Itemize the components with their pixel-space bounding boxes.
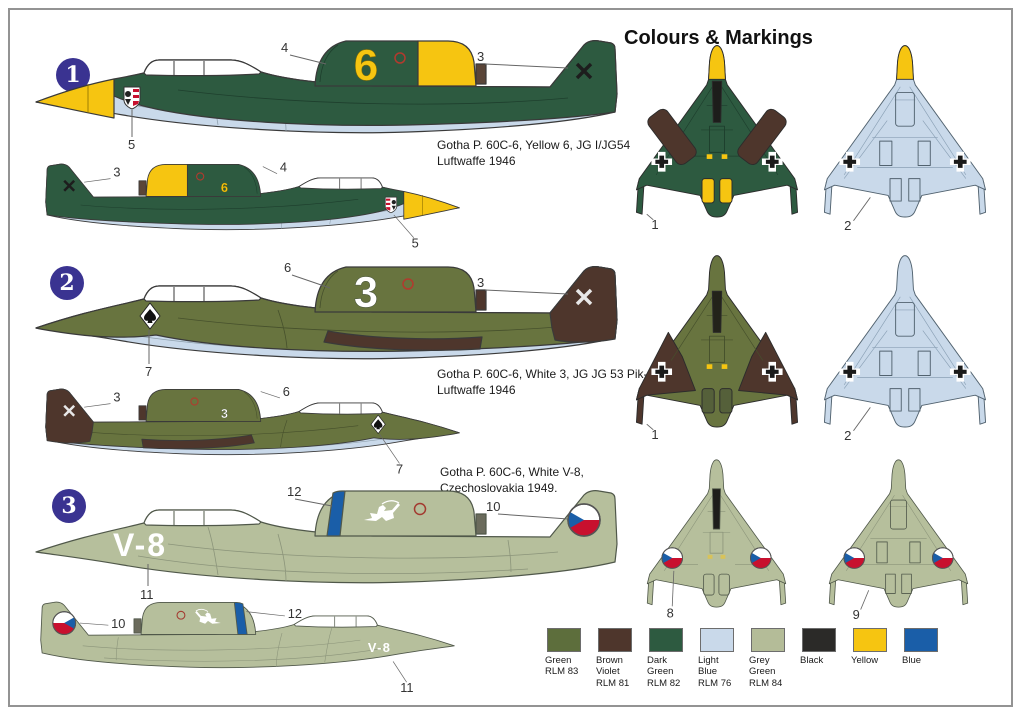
legend-swatch (547, 628, 581, 652)
callout-4: 4 (262, 160, 287, 175)
callout-3: 3 (84, 165, 120, 183)
scheme2-plan-top-view: 1 (628, 250, 806, 442)
scheme2-side-profile-right: 3 3 6 7 (44, 384, 461, 476)
scheme-3-caption: Gotha P. 60C-6, White V-8, Czechoslovaki… (440, 465, 584, 495)
legend-item: Grey Green RLM 84 (749, 628, 793, 689)
callout-8: 8 (667, 570, 675, 621)
scheme1-side-profile-left: 6 4 3 5 (34, 38, 619, 152)
callout-1: 1 (646, 423, 659, 442)
tactical-number: 6 (354, 41, 378, 90)
svg-text:3: 3 (113, 390, 120, 405)
callout-5: 5 (128, 110, 135, 152)
legend-item: Green RLM 83 (545, 628, 589, 689)
legend-label: Black (800, 655, 824, 666)
svg-text:11: 11 (400, 680, 413, 695)
callout-2: 2 (844, 197, 871, 233)
scheme3-plan-top-view: 8 (640, 455, 793, 621)
callout-9: 9 (853, 590, 870, 622)
legend-label: Brown Violet RLM 81 (596, 655, 630, 689)
svg-text:5: 5 (128, 137, 135, 152)
svg-text:7: 7 (396, 461, 403, 476)
legend-label: Green RLM 83 (545, 655, 579, 678)
legend-item: Black (800, 628, 844, 689)
tactical-number: 3 (221, 406, 228, 421)
svg-text:3: 3 (113, 165, 120, 180)
svg-text:2: 2 (844, 428, 851, 443)
scheme2-side-profile-left: 3 6 3 7 (34, 260, 619, 379)
legend-swatch (751, 628, 785, 652)
legend-swatch (598, 628, 632, 652)
scheme1-plan-top-view: 1 (628, 40, 806, 232)
legend-swatch (649, 628, 683, 652)
svg-text:9: 9 (853, 607, 860, 622)
scheme2-plan-bottom-view: 2 (816, 250, 994, 443)
tactical-code: V-8 (113, 527, 167, 563)
callout-10: 10 (486, 499, 569, 520)
legend-label: Blue (902, 655, 922, 666)
callout-2: 2 (844, 407, 871, 443)
scheme-2-badge: 2 (50, 266, 84, 300)
svg-text:8: 8 (667, 606, 674, 621)
legend-label: Yellow (851, 655, 879, 666)
callout-5: 5 (393, 214, 419, 251)
svg-text:11: 11 (140, 587, 154, 602)
legend-label: Light Blue RLM 76 (698, 655, 732, 689)
svg-text:1: 1 (651, 217, 658, 232)
legend-item: Brown Violet RLM 81 (596, 628, 640, 689)
callout-12: 12 (287, 484, 333, 507)
callout-11: 11 (392, 661, 414, 695)
legend-item: Yellow (851, 628, 895, 689)
legend-item: Light Blue RLM 76 (698, 628, 742, 689)
scheme3-plan-bottom-view: 9 (822, 455, 975, 622)
legend-swatch (904, 628, 938, 652)
legend-swatch (700, 628, 734, 652)
svg-text:2: 2 (844, 218, 851, 233)
legend-swatch (853, 628, 887, 652)
svg-text:6: 6 (283, 384, 290, 399)
tactical-number: 3 (354, 268, 378, 317)
legend-label: Grey Green RLM 84 (749, 655, 783, 689)
svg-text:10: 10 (111, 616, 125, 631)
svg-text:5: 5 (412, 236, 419, 251)
callout-7: 7 (379, 434, 403, 476)
svg-text:6: 6 (284, 260, 291, 275)
scheme-1-caption: Gotha P. 60C-6, Yellow 6, JG I/JG54 Luft… (437, 138, 631, 168)
colour-legend: Green RLM 83 Brown Violet RLM 81 Dark Gr… (545, 628, 946, 689)
scheme-3-badge: 3 (52, 489, 86, 523)
svg-text:7: 7 (145, 364, 152, 379)
callout-3: 3 (477, 49, 569, 69)
callout-11: 11 (140, 564, 154, 602)
scheme1-plan-bottom-view: 2 (816, 45, 994, 233)
callout-12: 12 (246, 606, 302, 621)
legend-item: Dark Green RLM 82 (647, 628, 691, 689)
svg-text:1: 1 (651, 427, 658, 442)
callout-7: 7 (145, 330, 152, 379)
callout-3: 3 (84, 390, 120, 408)
svg-text:3: 3 (477, 275, 484, 290)
legend-item: Blue (902, 628, 946, 689)
scheme3-side-profile-right: V-8 10 12 11 (40, 596, 460, 695)
callout-10: 10 (79, 616, 125, 631)
callout-4: 4 (281, 40, 327, 65)
scheme3-side-profile-left: V-8 12 10 11 (28, 484, 618, 602)
scheme1-side-profile-right: 6 3 4 5 (44, 160, 461, 251)
tactical-number: 6 (221, 180, 228, 195)
svg-text:4: 4 (281, 40, 288, 55)
legend-label: Dark Green RLM 82 (647, 655, 681, 689)
svg-text:3: 3 (477, 49, 484, 64)
svg-text:4: 4 (280, 160, 287, 175)
page-title: Colours & Markings (624, 27, 813, 49)
callout-6: 6 (284, 260, 331, 289)
tactical-code: V-8 (368, 640, 391, 655)
callout-3: 3 (477, 275, 569, 295)
legend-swatch (802, 628, 836, 652)
callout-1: 1 (646, 213, 659, 232)
callout-6: 6 (260, 384, 290, 399)
svg-text:10: 10 (486, 499, 500, 514)
svg-text:12: 12 (287, 484, 301, 499)
svg-text:12: 12 (288, 606, 302, 621)
